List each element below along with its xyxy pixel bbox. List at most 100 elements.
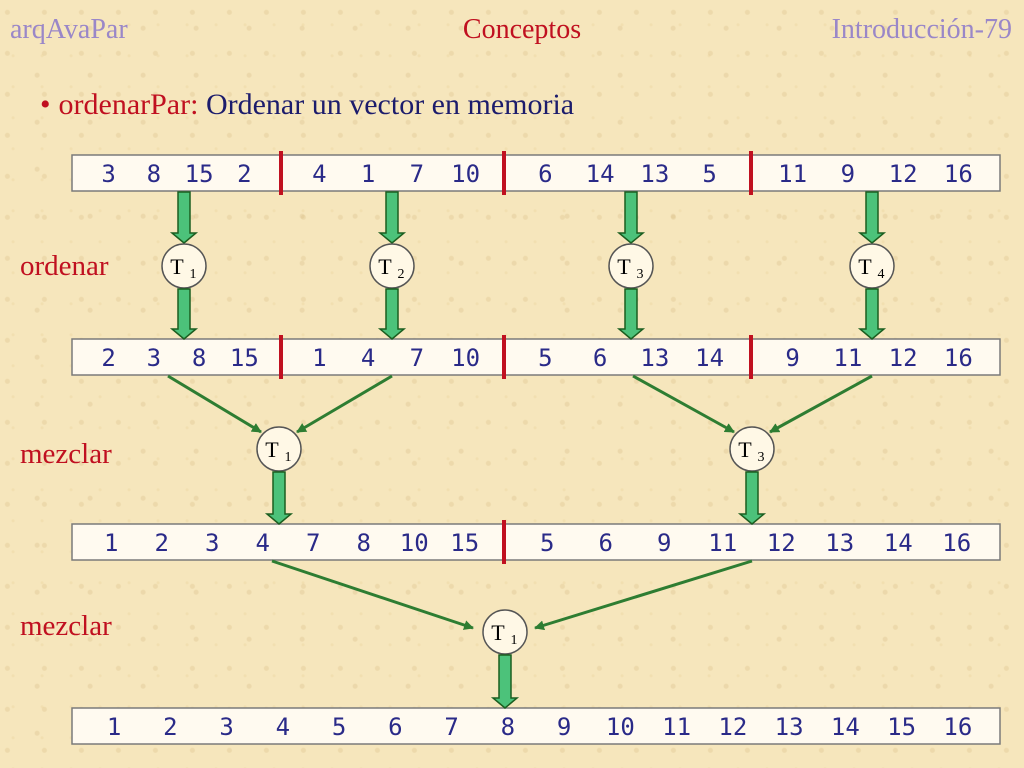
vector-value: 10 <box>451 160 480 188</box>
down-arrow-icon <box>264 471 294 525</box>
vector-value: 13 <box>640 344 669 372</box>
vector-value: 8 <box>192 344 206 372</box>
vector-value: 10 <box>451 344 480 372</box>
svg-text:T: T <box>617 254 631 279</box>
label-ordenar: ordenar <box>20 250 109 282</box>
vector-value: 7 <box>306 529 320 557</box>
down-arrow-icon <box>857 191 887 244</box>
svg-text:T: T <box>265 437 279 462</box>
vector-value: 8 <box>501 713 515 741</box>
vector-value: 9 <box>657 529 671 557</box>
svg-text:1: 1 <box>511 633 518 648</box>
vector-value: 7 <box>410 344 424 372</box>
bullet-line: •ordenarPar: Ordenar un vector en memori… <box>40 88 574 122</box>
merge-arrow-icon <box>271 559 474 630</box>
svg-text:1: 1 <box>190 267 197 282</box>
vector-value: 2 <box>155 529 169 557</box>
vector-value: 14 <box>695 344 724 372</box>
vector-value: 9 <box>841 160 855 188</box>
vector-value: 5 <box>540 529 554 557</box>
label-mezclar-1: mezclar <box>20 438 112 470</box>
down-arrow-icon <box>616 288 646 340</box>
vector-box <box>71 154 1001 192</box>
svg-text:3: 3 <box>758 450 765 465</box>
down-arrow-icon <box>377 288 407 340</box>
svg-text:1: 1 <box>285 450 292 465</box>
header-left-title: arqAvaPar <box>10 14 128 45</box>
merge-arrow-icon <box>167 374 262 434</box>
vector-value: 11 <box>778 160 807 188</box>
vector-value: 12 <box>767 529 796 557</box>
vector-value: 11 <box>833 344 862 372</box>
vector-value: 13 <box>640 160 669 188</box>
vector-value: 15 <box>450 529 479 557</box>
down-arrow-icon <box>169 288 199 340</box>
vector-box <box>71 338 1001 376</box>
vector-value: 7 <box>444 713 458 741</box>
vector-value: 15 <box>185 160 214 188</box>
vector-value: 11 <box>662 713 691 741</box>
vector-value: 2 <box>237 160 251 188</box>
vector-box <box>71 707 1001 745</box>
svg-text:T: T <box>858 254 872 279</box>
vector-value: 10 <box>400 529 429 557</box>
vector-value: 13 <box>825 529 854 557</box>
bullet-keyword: ordenarPar: <box>58 88 199 121</box>
vector-value: 6 <box>599 529 613 557</box>
vector-value: 13 <box>775 713 804 741</box>
down-arrow-icon <box>169 191 199 244</box>
vector-value: 16 <box>944 160 973 188</box>
vector-value: 4 <box>276 713 290 741</box>
svg-text:T: T <box>491 620 505 645</box>
vector-value: 1 <box>361 160 375 188</box>
vector-value: 1 <box>312 344 326 372</box>
svg-text:3: 3 <box>637 267 644 282</box>
vector-value: 6 <box>593 344 607 372</box>
vector-value: 9 <box>785 344 799 372</box>
merge-arrow-icon <box>534 559 753 631</box>
vector-value: 2 <box>163 713 177 741</box>
vector-value: 4 <box>361 344 375 372</box>
vector-value: 8 <box>357 529 371 557</box>
label-mezclar-2: mezclar <box>20 610 112 642</box>
vector-value: 14 <box>884 529 913 557</box>
merge-arrow-icon <box>632 374 735 434</box>
merge-arrow-icon <box>769 374 873 434</box>
down-arrow-icon <box>616 191 646 244</box>
vector-box <box>71 523 1001 561</box>
vector-value: 15 <box>230 344 259 372</box>
header-center-title: Conceptos <box>462 14 582 45</box>
bullet-text: Ordenar un vector en memoria <box>198 88 575 121</box>
down-arrow-icon <box>737 471 767 525</box>
header-page-number: Introducción-79 <box>831 14 1012 45</box>
vector-value: 9 <box>557 713 571 741</box>
svg-text:4: 4 <box>878 267 885 282</box>
vector-value: 3 <box>219 713 233 741</box>
vector-value: 12 <box>889 160 918 188</box>
vector-value: 12 <box>718 713 747 741</box>
vector-value: 14 <box>586 160 615 188</box>
vector-value: 15 <box>887 713 916 741</box>
vector-value: 11 <box>708 529 737 557</box>
vector-value: 3 <box>147 344 161 372</box>
vector-value: 16 <box>942 529 971 557</box>
vector-value: 7 <box>410 160 424 188</box>
svg-text:2: 2 <box>398 267 405 282</box>
vector-value: 1 <box>107 713 121 741</box>
bullet-dot: • <box>40 88 51 121</box>
vector-value: 2 <box>101 344 115 372</box>
down-arrow-icon <box>857 288 887 340</box>
vector-value: 8 <box>147 160 161 188</box>
vector-value: 5 <box>702 160 716 188</box>
merge-arrow-icon <box>296 374 393 434</box>
